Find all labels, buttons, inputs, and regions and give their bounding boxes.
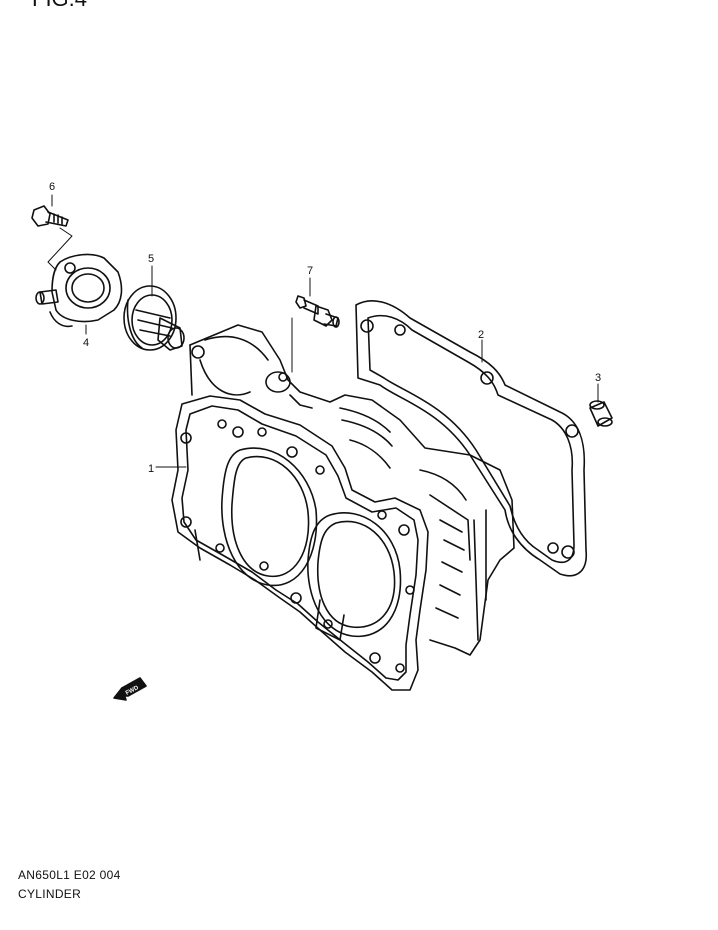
fwd-arrow	[113, 677, 147, 701]
callout-4: 4	[83, 337, 89, 349]
callout-1: 1	[148, 463, 154, 475]
diagram-code: AN650L1 E02 004	[18, 868, 121, 882]
dowel-pin	[589, 400, 613, 427]
figure-title: FIG.4	[32, 0, 87, 12]
cylinder-block	[171, 324, 515, 691]
callout-5: 5	[148, 253, 154, 265]
cover-bolt	[31, 205, 69, 227]
cylinder-gasket	[355, 300, 587, 577]
callout-3: 3	[595, 372, 601, 384]
thermostat	[123, 285, 185, 351]
thermostat-cover	[35, 253, 123, 328]
callout-7: 7	[307, 265, 313, 277]
diagram-name: CYLINDER	[18, 887, 82, 901]
leader-lines	[47, 194, 599, 468]
callout-6: 6	[49, 181, 55, 193]
union-fitting	[295, 295, 340, 328]
callout-2: 2	[478, 329, 484, 341]
